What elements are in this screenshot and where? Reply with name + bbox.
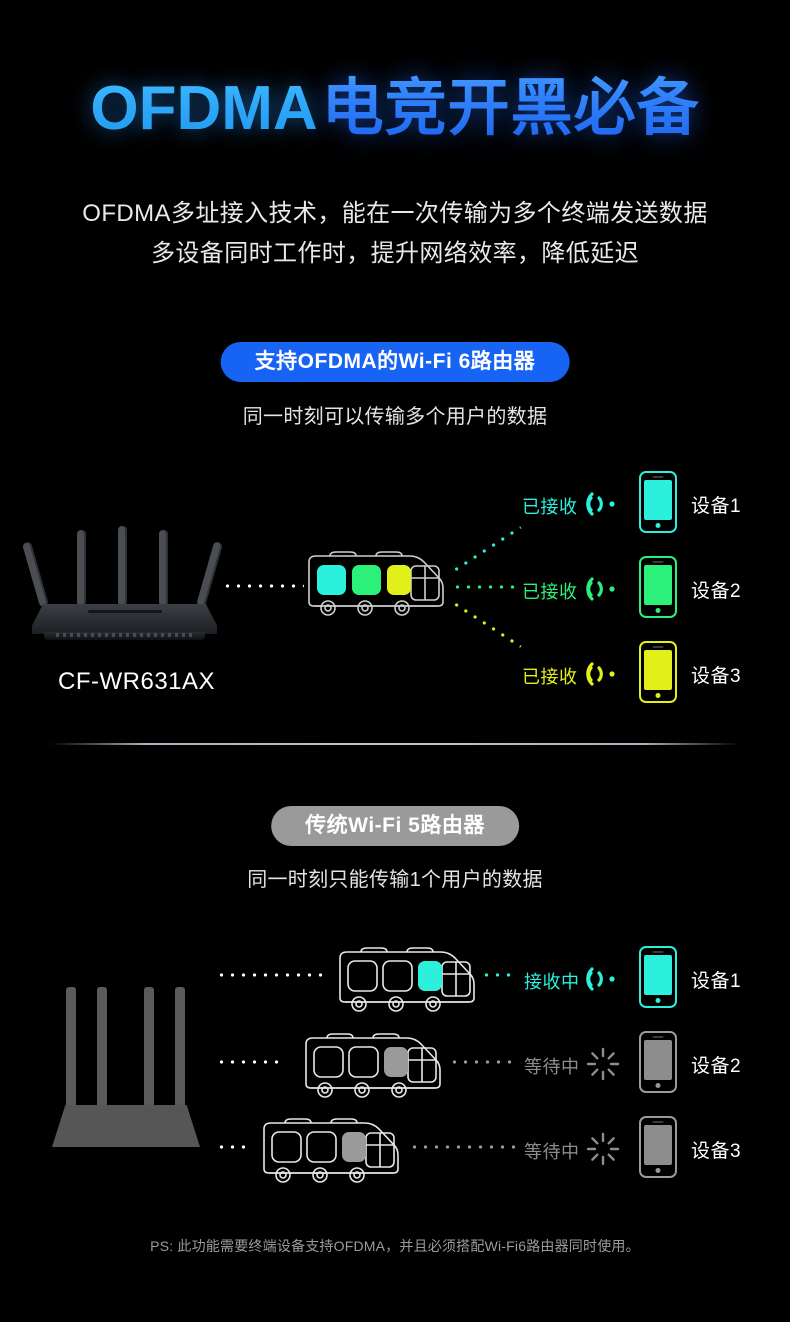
- loading-spinner-icon: [586, 1047, 620, 1081]
- page-title: OFDMA电竞开黑必备: [0, 78, 790, 140]
- device-name-3-wifi6: 设备3: [691, 666, 742, 687]
- status-device-2-wifi6: 已接收: [522, 582, 578, 602]
- device-name-2-wifi6: 设备2: [691, 581, 742, 602]
- wifi-router-5-antenna-icon: [21, 526, 224, 640]
- status-device-3-wifi6: 已接收: [522, 667, 578, 687]
- link-bus-to-device-3-wifi5: [409, 1145, 519, 1149]
- bus-icon-wifi6: [306, 548, 454, 624]
- phone-device-1-wifi6: [639, 471, 677, 533]
- loading-spinner-icon: [586, 1132, 620, 1166]
- link-bus-to-device-3: [450, 600, 522, 649]
- phone-device-3-wifi6: [639, 641, 677, 703]
- status-device-1-wifi5: 接收中: [524, 972, 580, 992]
- subtitle-line-2: 多设备同时工作时，提升网络效率，降低延迟: [151, 240, 639, 267]
- link-bus-to-device-2-wifi5: [449, 1060, 519, 1064]
- wifi-signal-icon: [586, 572, 620, 606]
- status-device-1-wifi6: 已接收: [522, 497, 578, 517]
- device-name-1-wifi6: 设备1: [691, 496, 742, 517]
- footer-note: PS: 此功能需要终端设备支持OFDMA，并且必须搭配Wi-Fi6路由器同时使用…: [150, 1238, 640, 1254]
- phone-device-2-wifi5: [639, 1031, 677, 1093]
- wifi-signal-icon: [586, 487, 620, 521]
- badge-wifi5: 传统Wi-Fi 5路由器: [271, 806, 519, 846]
- link-bus-to-device-2: [452, 585, 522, 589]
- phone-device-1-wifi5: [639, 946, 677, 1008]
- bus-icon-wifi5-1: [337, 944, 485, 1020]
- section-divider: [50, 743, 740, 745]
- link-router-to-bus-1: [216, 973, 324, 977]
- device-name-2-wifi5: 设备2: [691, 1056, 742, 1077]
- subtitle-line-1: OFDMA多址接入技术，能在一次传输为多个终端发送数据: [82, 200, 708, 227]
- link-bus-to-device-1: [450, 525, 522, 574]
- device-name-1-wifi5: 设备1: [691, 971, 742, 992]
- status-device-2-wifi5: 等待中: [524, 1057, 580, 1077]
- router-model-label: CF-WR631AX: [58, 668, 216, 695]
- page-title-en: OFDMA: [90, 74, 321, 143]
- caption-wifi5: 同一时刻只能传输1个用户的数据: [247, 869, 543, 891]
- link-router-to-bus-2: [216, 1060, 286, 1064]
- bus-icon-wifi5-3: [261, 1115, 409, 1191]
- wifi-router-4-antenna-icon: [52, 982, 200, 1147]
- caption-wifi6: 同一时刻可以传输多个用户的数据: [242, 406, 548, 428]
- link-router-to-bus-3: [216, 1145, 246, 1149]
- bus-icon-wifi5-2: [303, 1030, 451, 1106]
- wifi-signal-icon: [586, 657, 620, 691]
- link-bus-to-device-1-wifi5: [481, 973, 517, 977]
- link-router-to-bus: [222, 584, 304, 588]
- page-title-cn: 电竞开黑必备: [321, 74, 700, 143]
- phone-device-2-wifi6: [639, 556, 677, 618]
- wifi-signal-icon: [586, 962, 620, 996]
- status-device-3-wifi5: 等待中: [524, 1142, 580, 1162]
- phone-device-3-wifi5: [639, 1116, 677, 1178]
- device-name-3-wifi5: 设备3: [691, 1141, 742, 1162]
- badge-wifi6: 支持OFDMA的Wi-Fi 6路由器: [220, 342, 570, 382]
